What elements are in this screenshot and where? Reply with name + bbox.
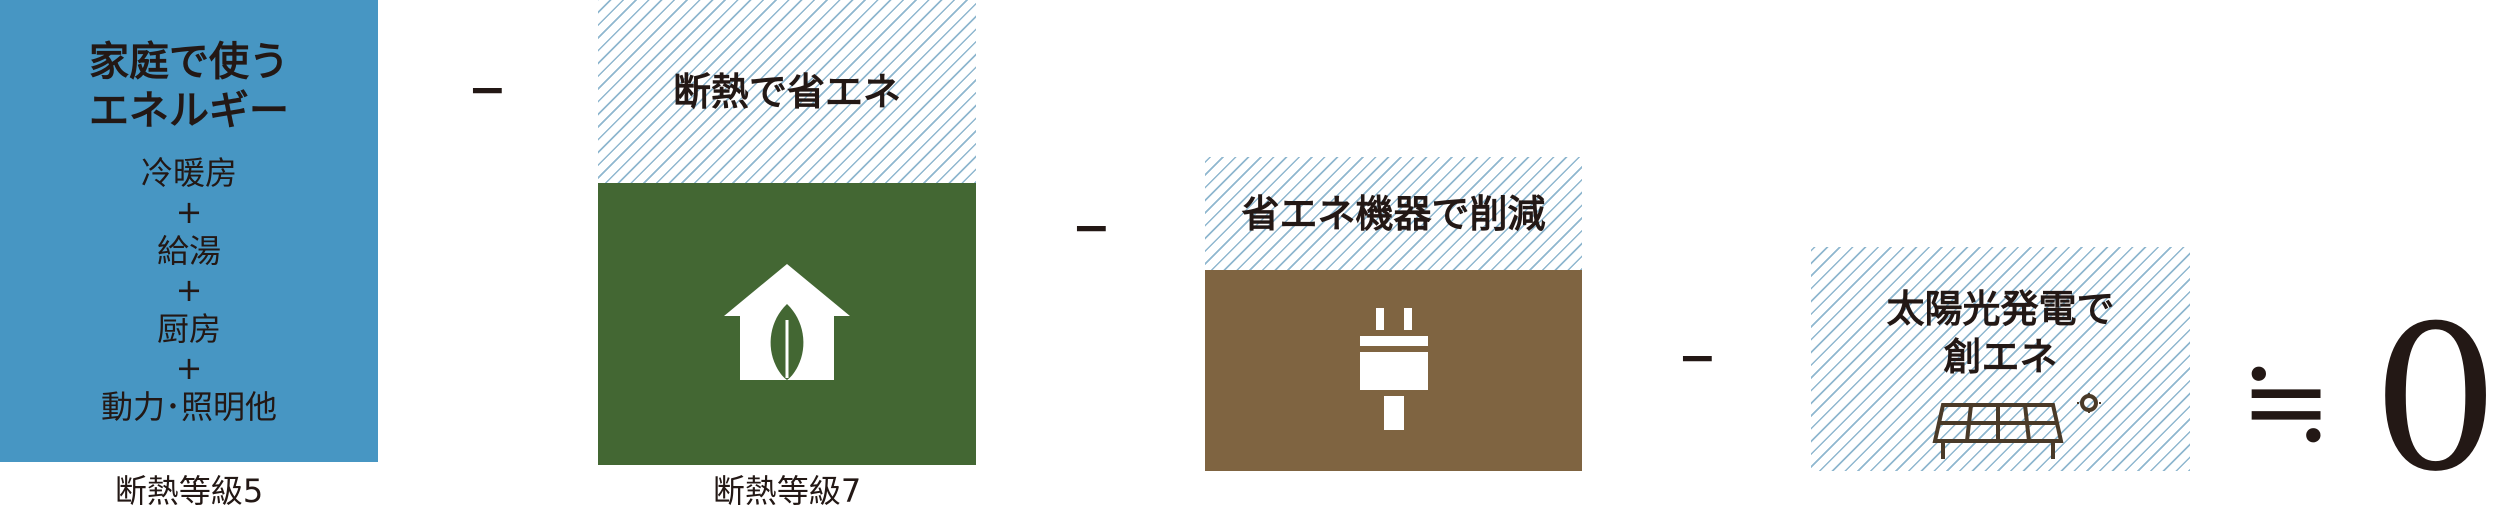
approximately-equal-sign: ≒ bbox=[2240, 337, 2333, 465]
minus-operator-2: − bbox=[1072, 200, 1111, 254]
insulation-header: 断熱で省エネ bbox=[598, 0, 976, 183]
result-zero: 0 bbox=[2372, 283, 2499, 516]
solar-box: 太陽光発電で 創エネ bbox=[1811, 247, 2190, 471]
solar-title-line1: 太陽光発電で bbox=[1886, 287, 2115, 331]
list-item: 厨房 bbox=[156, 310, 221, 348]
household-title-line1: 家庭で使う bbox=[89, 39, 289, 85]
insulation-title: 断熱で省エネ bbox=[672, 69, 901, 114]
solar-title-line2: 創エネ bbox=[1943, 335, 2058, 379]
list-item: 冷暖房 bbox=[140, 154, 237, 192]
household-energy-title: 家庭で使う エネルギー bbox=[89, 38, 289, 136]
insulation-caption: 断熱等級7 bbox=[712, 472, 862, 510]
plus-sign: + bbox=[175, 193, 203, 231]
appliances-title: 省エネ機器で削減 bbox=[1241, 191, 1546, 236]
solar-title: 太陽光発電で 創エネ bbox=[1886, 285, 2114, 381]
household-energy-list: 冷暖房 + 給湯 + 厨房 + 動力･照明他 bbox=[101, 154, 277, 427]
list-item: 動力･照明他 bbox=[100, 388, 277, 426]
plus-sign: + bbox=[175, 349, 203, 387]
household-title-line2: エネルギー bbox=[89, 88, 289, 134]
household-energy-box: 家庭で使う エネルギー 冷暖房 + 給湯 + 厨房 + 動力･照明他 bbox=[0, 0, 378, 462]
insulation-icon-panel bbox=[598, 183, 976, 465]
household-caption: 断熱等級5 bbox=[114, 472, 264, 510]
appliances-icon-panel bbox=[1205, 270, 1582, 471]
solar-panel-icon bbox=[1932, 393, 2101, 459]
house-leaf-icon bbox=[724, 264, 850, 380]
plus-sign: + bbox=[175, 271, 203, 309]
minus-operator-3: − bbox=[1678, 330, 1717, 384]
plug-icon bbox=[1359, 307, 1428, 430]
list-item: 給湯 bbox=[156, 232, 221, 270]
appliances-header: 省エネ機器で削減 bbox=[1205, 157, 1582, 270]
minus-operator-1: − bbox=[468, 62, 507, 116]
